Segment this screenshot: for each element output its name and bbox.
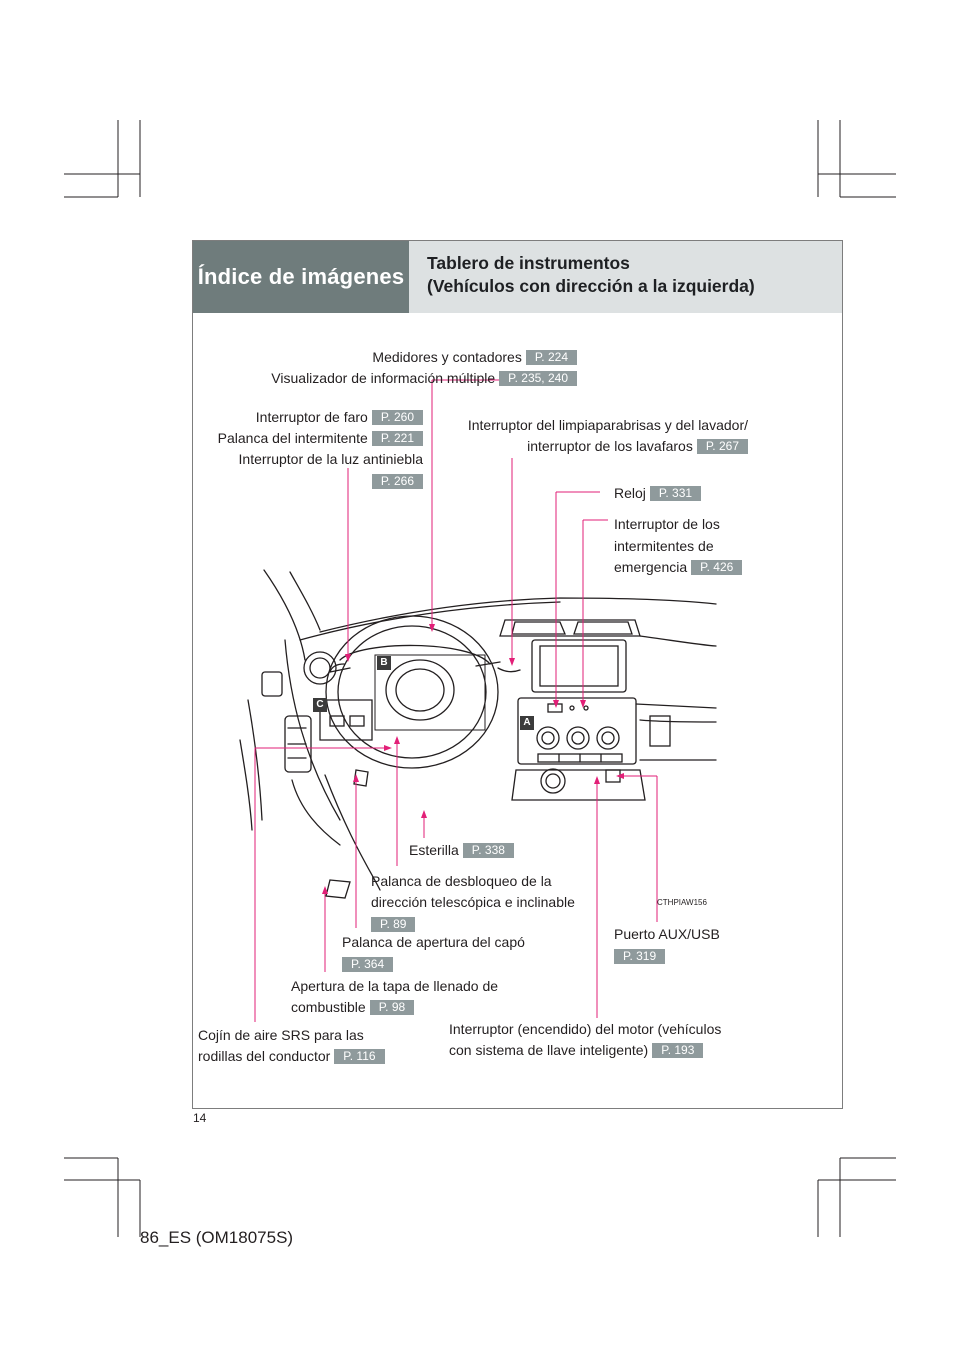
page-ref: P. 98	[369, 1000, 415, 1015]
page-title: Tablero de instrumentos (Vehículos con d…	[409, 241, 842, 313]
section-title: Índice de imágenes	[193, 241, 409, 313]
label-aux-usb: Puerto AUX/USB P. 319	[614, 926, 720, 964]
badge-b: B	[377, 656, 391, 670]
page-title-line2: (Vehículos con dirección a la izquierda)	[427, 276, 755, 296]
label-emergencia: Interruptor de los intermitentes de emer…	[614, 514, 743, 579]
page-ref: P. 193	[652, 1043, 704, 1058]
page-ref: P. 364	[342, 957, 394, 972]
page-ref: P. 266	[371, 474, 423, 489]
page-ref: P. 116	[334, 1049, 385, 1064]
page-title-line1: Tablero de instrumentos	[427, 253, 630, 273]
page-ref: P. 267	[696, 439, 748, 454]
page-ref: P. 319	[614, 949, 666, 964]
leader-arrowheads	[322, 624, 624, 894]
page-ref: P. 235, 240	[499, 371, 577, 386]
page-ref: P. 89	[371, 917, 416, 932]
page-ref: P. 260	[371, 410, 423, 425]
label-desbloqueo: Palanca de desbloqueo de la dirección te…	[371, 873, 575, 932]
page-ref: P. 224	[525, 350, 577, 365]
page-ref: P. 331	[649, 486, 702, 501]
page-ref: P. 221	[371, 431, 423, 446]
label-combustible: Apertura de la tapa de llenado de combus…	[291, 978, 499, 1015]
content-panel	[192, 240, 843, 1109]
label-capo: Palanca de apertura del capó P. 364	[342, 934, 525, 972]
label-cojin: Cojín de aire SRS para las rodillas del …	[198, 1025, 385, 1067]
label-limpiaparabrisas: Interruptor del limpiaparabrisas y del l…	[467, 417, 748, 454]
page-ref: P. 338	[462, 843, 514, 858]
figure-code: CTHPIAW156	[657, 898, 707, 907]
badge-a: A	[520, 716, 534, 730]
document-id: 86_ES (OM18075S)	[140, 1228, 294, 1247]
page-ref: P. 426	[691, 560, 743, 575]
zoom-frame-b	[374, 654, 486, 731]
label-motor: Interruptor (encendido) del motor (vehíc…	[449, 1021, 722, 1058]
crop-marks	[64, 120, 896, 1237]
leader-lines	[254, 379, 658, 1022]
dashboard-illustration	[239, 569, 717, 899]
page-number: 14	[193, 1111, 207, 1125]
badge-c: C	[313, 698, 327, 712]
